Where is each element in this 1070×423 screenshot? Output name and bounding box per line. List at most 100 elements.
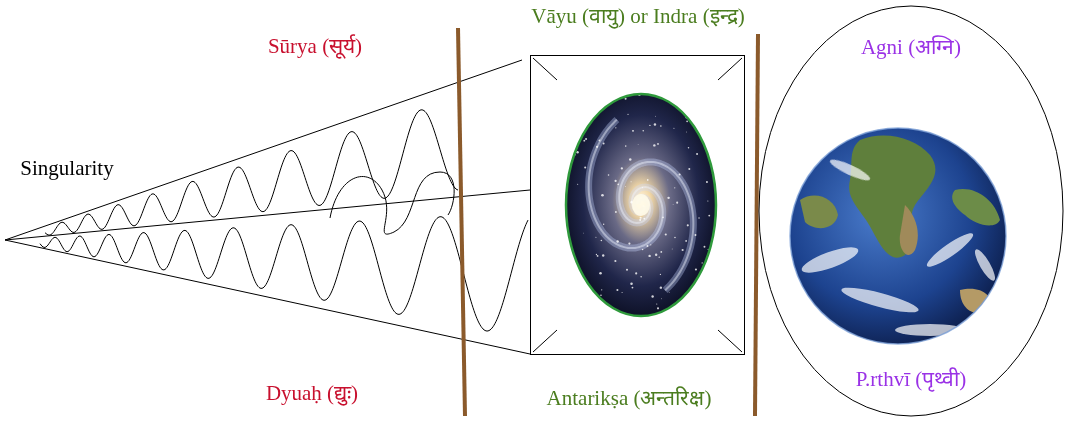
galaxy-arm [619, 162, 693, 290]
star [571, 123, 573, 125]
continent [800, 196, 838, 229]
star [625, 98, 627, 100]
star [708, 263, 710, 265]
region-name: Antarikṣa (अन्तरिक्ष) [547, 386, 712, 411]
star [695, 268, 697, 270]
cone [5, 60, 530, 354]
continent [952, 189, 1000, 225]
star [709, 99, 711, 101]
star [650, 244, 651, 245]
region-name: Dyuaḥ (द्युः) [266, 381, 358, 406]
star [706, 181, 708, 183]
star [632, 130, 634, 132]
star [622, 292, 623, 293]
star [601, 240, 603, 242]
star [599, 139, 601, 141]
corner-mark [718, 58, 742, 80]
star [583, 232, 585, 234]
earth-ellipse: Agni (अग्नि)P.rthvī (पृथ्वी) [758, 5, 1064, 417]
star [614, 260, 616, 262]
star [615, 211, 617, 213]
star [668, 291, 670, 293]
region-name: P.rthvī (पृथ्वी) [856, 367, 967, 392]
star [640, 217, 642, 219]
star [697, 280, 700, 283]
cloud [972, 247, 999, 283]
star [581, 112, 583, 114]
divider-line [755, 34, 758, 416]
star [697, 119, 698, 120]
earth-image [790, 128, 1006, 344]
earth-detail [799, 136, 1000, 336]
star [580, 296, 582, 298]
star [662, 217, 664, 219]
star [596, 146, 598, 148]
star [646, 245, 648, 247]
star [704, 94, 705, 95]
star [651, 295, 653, 297]
galaxy-arm [619, 162, 693, 290]
star [631, 181, 632, 182]
region-name: Sūrya (सूर्य) [268, 34, 362, 59]
ellipse-outline [758, 5, 1064, 417]
star [567, 148, 569, 150]
star [577, 184, 578, 185]
star [660, 286, 662, 288]
star [600, 294, 602, 296]
wave-curl [330, 172, 454, 234]
star [647, 179, 649, 181]
star [597, 255, 599, 257]
cone-edge [5, 240, 530, 354]
star [595, 100, 597, 102]
star [608, 174, 610, 176]
cloud [799, 242, 861, 278]
star [616, 289, 618, 291]
star [676, 305, 678, 307]
star [583, 108, 585, 110]
star [707, 200, 708, 201]
star [702, 295, 704, 297]
star [697, 291, 699, 293]
star [656, 303, 657, 304]
star [701, 105, 703, 107]
ellipse-outline [759, 6, 1063, 416]
star [584, 166, 586, 168]
galaxy-detail [565, 93, 715, 315]
galaxy-image [566, 94, 716, 316]
wave-line [40, 217, 528, 331]
star [635, 272, 637, 274]
star [665, 233, 667, 235]
star [642, 187, 643, 188]
star [655, 115, 657, 117]
star [698, 217, 699, 218]
star [660, 274, 661, 275]
star [603, 143, 605, 145]
star [696, 118, 698, 120]
star [612, 94, 614, 96]
star [676, 202, 678, 204]
star [565, 298, 566, 299]
region-heading: Vāyu (वायु) or Indra (इन्द्र) [531, 4, 744, 29]
star [596, 254, 597, 255]
star [588, 299, 590, 301]
star [654, 123, 656, 125]
star [632, 287, 634, 289]
earth-rim [790, 128, 1006, 344]
star [696, 306, 697, 307]
star [637, 143, 639, 145]
star [625, 185, 627, 187]
star [682, 249, 684, 251]
cloud [924, 229, 977, 271]
continent [900, 205, 918, 255]
star [696, 153, 698, 155]
clouds [799, 156, 998, 336]
star [673, 128, 674, 129]
star [671, 248, 673, 250]
star [629, 158, 631, 160]
star [702, 284, 703, 285]
star [708, 215, 710, 217]
star [577, 315, 578, 316]
